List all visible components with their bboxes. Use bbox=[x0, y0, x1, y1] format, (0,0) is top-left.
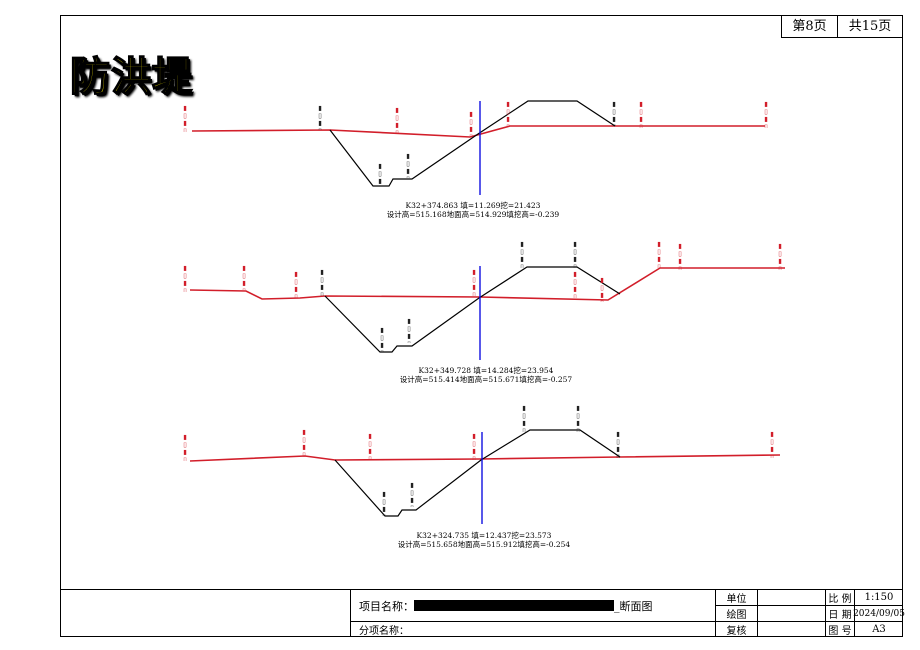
drawing-no-value: A3 bbox=[854, 621, 903, 637]
section-2-caption: K32+349.728 填=14.284挖=23.954 设计高=515.414… bbox=[400, 366, 572, 384]
station-label: ▮▯▮▯▮ bbox=[676, 242, 683, 270]
blank-cell bbox=[60, 589, 350, 637]
station-label: ▮▯▮▯▮ bbox=[574, 404, 581, 432]
station-label: ▮▯▮▯▮ bbox=[614, 430, 621, 458]
station-label: ▮▯▮▯ bbox=[408, 481, 415, 507]
station-label: ▮▯▮▯ bbox=[378, 326, 385, 352]
station-label: ▮▯▮▯▮ bbox=[470, 432, 477, 460]
section-1-caption: K32+374.863 填=11.269挖=21.423 设计高=515.168… bbox=[387, 201, 559, 219]
title-art: 防洪堤 bbox=[69, 53, 193, 101]
caption-line-1: K32+374.863 填=11.269挖=21.423 bbox=[405, 201, 541, 210]
station-label: ▮▯▮▯ bbox=[504, 100, 511, 126]
station-label: ▮▯▮▯▮ bbox=[292, 270, 299, 298]
ground-line bbox=[191, 125, 765, 138]
caption-line-1: K32+324.735 填=12.437挖=23.573 bbox=[416, 531, 552, 540]
caption-line-2: 设计高=515.414地面高=515.671填挖高=-0.257 bbox=[399, 375, 573, 384]
date-value: 2024/09/05 bbox=[853, 605, 905, 621]
review-label: 复核 bbox=[715, 621, 757, 637]
cross-section-1 bbox=[191, 100, 765, 195]
cross-section-2 bbox=[189, 266, 785, 360]
station-label: ▮▯▮▯ bbox=[610, 100, 617, 126]
date-label: 日 期 bbox=[825, 605, 854, 621]
caption-line-1: K32+349.728 填=14.284挖=23.954 bbox=[418, 366, 554, 375]
ground-line bbox=[189, 454, 781, 462]
unit-value bbox=[757, 589, 825, 605]
ground-line bbox=[189, 267, 785, 301]
station-label: ▮▯▮▯ bbox=[380, 490, 387, 516]
station-label: ▮▯▮▯▮ bbox=[768, 430, 775, 458]
caption-line-2: 设计高=515.658地面高=515.912填挖高=-0.254 bbox=[397, 540, 571, 549]
project-suffix: _断面图 bbox=[614, 599, 653, 613]
drawing-no-label: 图 号 bbox=[825, 621, 854, 637]
drawing-frame bbox=[60, 15, 903, 637]
station-label: ▮▯▮▯▮ bbox=[366, 432, 373, 460]
draw-value bbox=[757, 605, 825, 621]
station-label: ▮▯▮▯ bbox=[240, 264, 247, 290]
sub-item-cell: 分项名称： bbox=[350, 621, 715, 637]
station-label: ▮▯▮ bbox=[376, 162, 383, 184]
design-line bbox=[334, 429, 621, 517]
station-label: ▮▯▮▯ bbox=[404, 152, 411, 178]
design-line bbox=[324, 266, 621, 353]
scale-value: 1:150 bbox=[854, 589, 903, 605]
station-label: ▮▯▮▯ bbox=[467, 110, 474, 136]
caption-line-2: 设计高=515.168地面高=514.929填挖高=-0.239 bbox=[386, 210, 560, 219]
station-label: ▮▯▮▯ bbox=[598, 276, 605, 302]
station-label: ▮▯▮▯▮ bbox=[571, 240, 578, 268]
station-label: ▮▯▮▯▮ bbox=[300, 428, 307, 456]
project-label: 项目名称： bbox=[359, 599, 414, 613]
station-label: ▮▯▮▯▮ bbox=[181, 433, 188, 461]
draw-label: 绘图 bbox=[715, 605, 757, 621]
page-total: 共15页 bbox=[837, 15, 903, 38]
station-label: ▮▯▮▯▮ bbox=[655, 240, 662, 268]
scale-label: 比 例 bbox=[825, 589, 854, 605]
station-label: ▮▯▮▯▮ bbox=[518, 240, 525, 268]
station-label: ▮▯▮▯▮ bbox=[316, 104, 323, 130]
station-label: ▮▯▮▯▮ bbox=[571, 270, 578, 298]
station-label: ▮▯▮▯▮ bbox=[181, 264, 188, 292]
redaction-bar bbox=[414, 600, 614, 611]
station-label: ▮▯▮▯▮ bbox=[637, 100, 644, 128]
unit-label: 单位 bbox=[715, 589, 757, 605]
station-label: ▮▯▮▯▮ bbox=[470, 268, 477, 296]
review-value bbox=[757, 621, 825, 637]
design-line bbox=[329, 100, 616, 187]
station-label: ▮▯▮▯▮ bbox=[776, 242, 783, 270]
project-name-cell: 项目名称： _断面图 bbox=[350, 589, 715, 621]
station-label: ▮▯▮▯▮ bbox=[762, 100, 769, 128]
station-label: ▮▯▮▯▮ bbox=[181, 104, 188, 132]
sub-label: 分项名称： bbox=[359, 626, 409, 637]
station-label: ▮▯▮▯▮ bbox=[520, 404, 527, 432]
station-label: ▮▯▮▯ bbox=[405, 317, 412, 343]
section-3-caption: K32+324.735 填=12.437挖=23.573 设计高=515.658… bbox=[398, 531, 570, 549]
title-block: 项目名称： _断面图 分项名称： 单位 绘图 复核 比 例 1:150 日 期 … bbox=[60, 589, 905, 637]
station-label: ▮▯▮▯▮ bbox=[393, 106, 400, 134]
station-label: ▮▯▮▯▮ bbox=[318, 268, 325, 296]
cross-section-3 bbox=[189, 429, 781, 524]
